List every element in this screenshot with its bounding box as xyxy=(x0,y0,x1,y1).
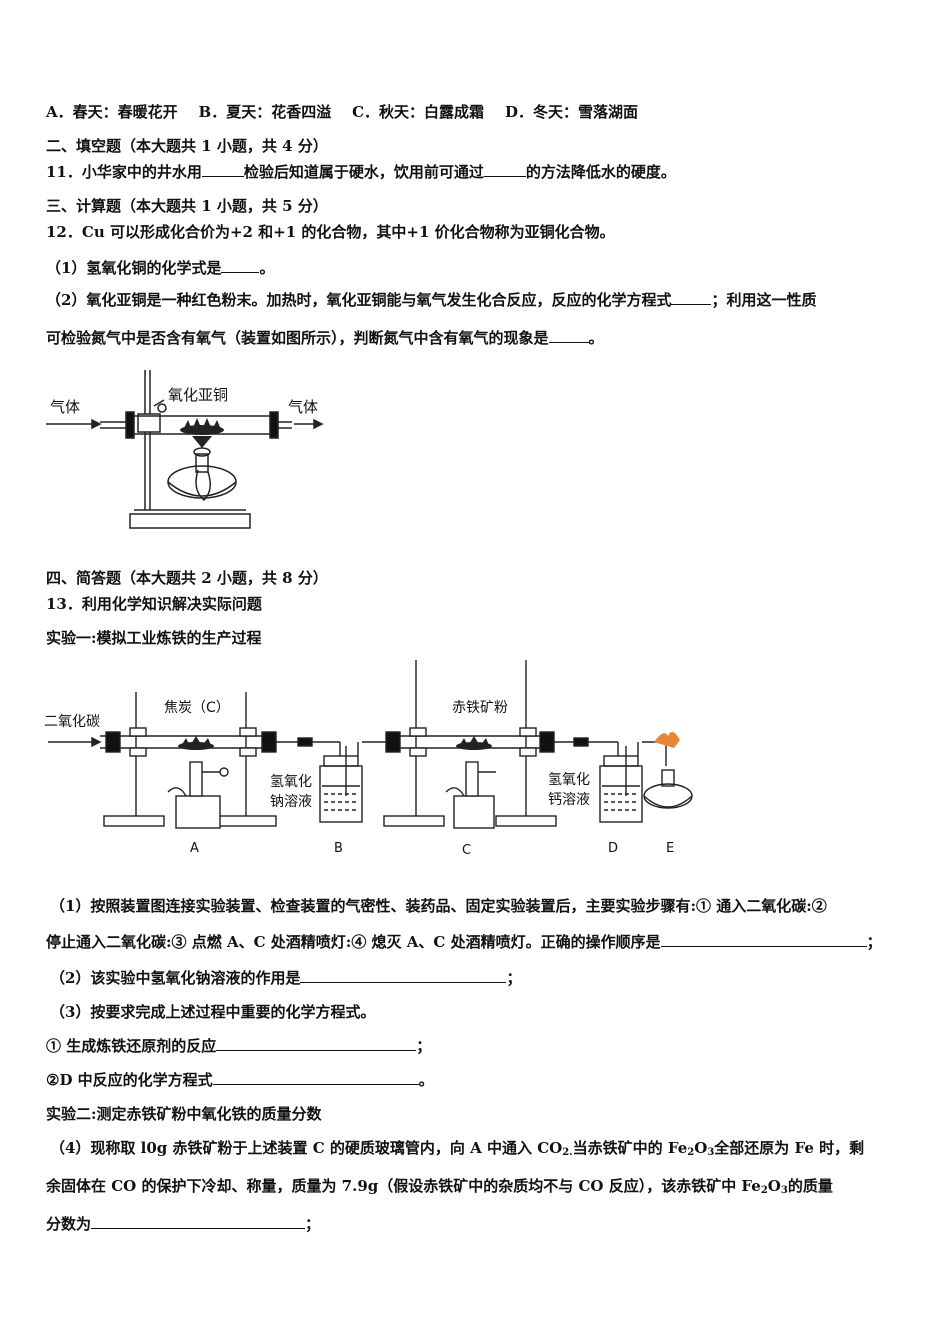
answer-blank[interactable] xyxy=(660,932,867,947)
question-13-sub4-cont: 余固体在 CO 的保护下冷却、称量，质量为 7.9g（假设赤铁矿中的杂质均不与 … xyxy=(46,1177,833,1196)
question-13-sub4-cont2: 分数为； xyxy=(46,1214,321,1233)
answer-blank[interactable] xyxy=(221,258,260,273)
question-13-sub2: （2）该实验中氢氧化钠溶液的作用是； xyxy=(50,968,522,987)
coke-label: 焦炭（C） xyxy=(164,700,230,716)
gas-in-label: 气体 xyxy=(50,398,80,416)
answer-blank[interactable] xyxy=(201,162,244,177)
options-line: A．春天：春暖花开 B．夏天：花香四溢 C．秋天：白露成霜 D．冬天：雪落湖面 xyxy=(46,102,638,122)
answer-blank[interactable] xyxy=(548,328,589,343)
option-b: B．夏天：花香四溢 xyxy=(198,103,332,121)
gas-out-label: 气体 xyxy=(288,398,318,416)
experiment-2-title: 实验二:测定赤铁矿粉中氧化铁的质量分数 xyxy=(46,1105,322,1123)
option-a: A．春天：春暖花开 xyxy=(46,103,178,121)
label-a: A xyxy=(190,841,199,856)
question-13-stem: 13．利用化学知识解决实际问题 xyxy=(46,595,262,613)
answer-blank[interactable] xyxy=(483,162,526,177)
question-11: 11．小华家中的井水用检验后知道属于硬水，饮用前可通过的方法降低水的硬度。 xyxy=(46,162,676,181)
question-12-sub1: （1）氢氧化铜的化学式是。 xyxy=(46,258,275,277)
section3-heading: 三、计算题（本大题共 1 小题，共 5 分） xyxy=(46,197,328,215)
question-13-sub1: （1）按照装置图连接实验装置、检查装置的气密性、装药品、固定实验装置后，主要实验… xyxy=(50,897,827,915)
answer-blank[interactable] xyxy=(671,290,712,305)
option-d: D．冬天：雪落湖面 xyxy=(504,103,638,121)
question-12-sub2: （2）氧化亚铜是一种红色粉末。加热时，氧化亚铜能与氧气发生化合反应，反应的化学方… xyxy=(46,290,817,309)
apparatus-figure-1: 气体 氧化亚铜 气体 xyxy=(46,370,324,529)
answer-blank[interactable] xyxy=(300,968,507,983)
reagent-label: 氧化亚铜 xyxy=(168,386,228,404)
label-e: E xyxy=(666,841,674,856)
question-12-sub2-cont: 可检验氮气中是否含有氧气（装置如图所示），判断氮气中含有氧气的现象是。 xyxy=(46,328,604,347)
section2-heading: 二、填空题（本大题共 1 小题，共 4 分） xyxy=(46,137,328,155)
section4-heading: 四、简答题（本大题共 2 小题，共 8 分） xyxy=(46,569,328,587)
caoh-label: 氢氧化 xyxy=(548,772,590,788)
answer-blank[interactable] xyxy=(216,1036,417,1051)
naoh-label-2: 钠溶液 xyxy=(270,794,312,810)
caoh-label-2: 钙溶液 xyxy=(548,792,590,808)
label-c: C xyxy=(462,843,471,856)
experiment-1-title: 实验一:模拟工业炼铁的生产过程 xyxy=(46,629,262,647)
apparatus-figure-2: 二氧化碳 焦炭（C） 氢氧化 钠溶液 赤铁矿粉 氢氧化 钙溶液 A B C D … xyxy=(44,660,693,856)
question-13-eq2: ②D 中反应的化学方程式。 xyxy=(46,1070,434,1089)
question-13-sub4: （4）现称取 l0g 赤铁矿粉于上述装置 C 的硬质玻璃管内，向 A 中通入 C… xyxy=(50,1139,865,1158)
naoh-label: 氢氧化 xyxy=(270,774,312,790)
option-c: C．秋天：白露成霜 xyxy=(352,103,485,121)
co2-label: 二氧化碳 xyxy=(44,714,100,730)
label-d: D xyxy=(608,841,618,856)
question-13-eq1: ① 生成炼铁还原剂的反应； xyxy=(46,1036,432,1055)
question-13-sub3: （3）按要求完成上述过程中重要的化学方程式。 xyxy=(50,1003,376,1021)
answer-blank[interactable] xyxy=(212,1070,419,1085)
answer-blank[interactable] xyxy=(91,1214,306,1229)
question-12-stem: 12．Cu 可以形成化合价为+2 和+1 的化合物，其中+1 价化合物称为亚铜化… xyxy=(46,223,615,241)
label-b: B xyxy=(334,841,343,856)
question-13-sub1-cont: 停止通入二氧化碳:③ 点燃 A、C 处酒精喷灯:④ 熄灭 A、C 处酒精喷灯。正… xyxy=(46,932,882,951)
ore-label: 赤铁矿粉 xyxy=(452,700,508,716)
